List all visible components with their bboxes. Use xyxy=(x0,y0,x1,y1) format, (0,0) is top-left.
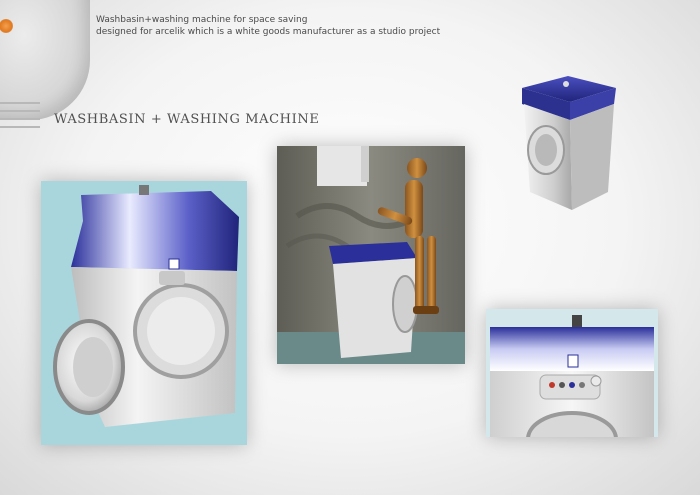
page-title: WASHBASIN + WASHING MACHINE xyxy=(54,112,320,127)
description-line-1: Washbasin+washing machine for space savi… xyxy=(96,15,308,25)
render-top-right xyxy=(508,70,623,215)
render-scene-mannequin xyxy=(277,146,465,364)
decorative-lines xyxy=(0,102,40,134)
render-open-door xyxy=(41,181,247,445)
project-description: Washbasin+washing machine for space savi… xyxy=(96,14,516,38)
orange-light-dot xyxy=(0,19,13,33)
description-line-2: designed for arcelik which is a white go… xyxy=(96,27,441,37)
render-control-panel xyxy=(486,309,658,437)
